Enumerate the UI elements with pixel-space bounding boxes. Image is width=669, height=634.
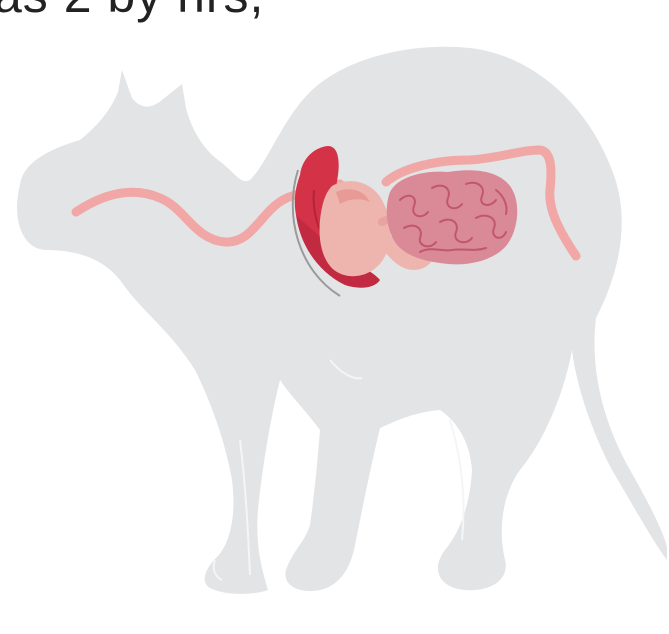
cat-silhouette: [17, 47, 667, 594]
small-intestine: [387, 170, 518, 264]
cat-body: [17, 47, 667, 594]
